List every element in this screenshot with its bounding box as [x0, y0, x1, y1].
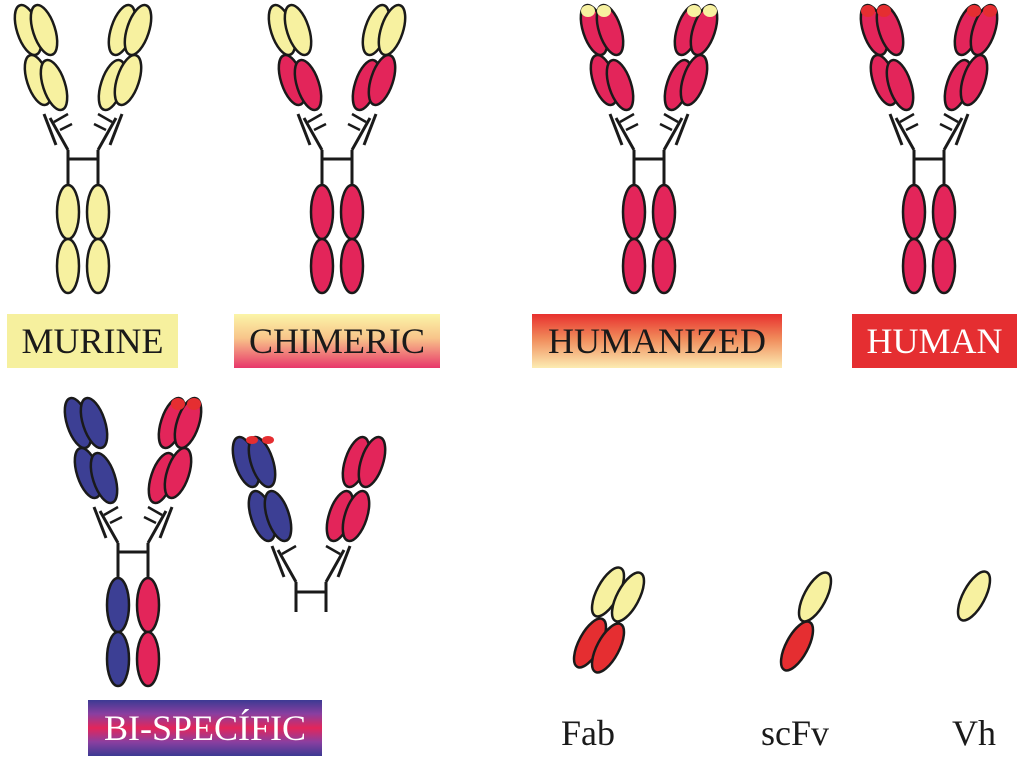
scfv-fragment: [779, 571, 833, 672]
label-chimeric: CHIMERIC: [234, 314, 440, 368]
fab-fragment: [572, 566, 646, 674]
label-scfv: scFv: [761, 713, 830, 753]
label-fab: Fab: [561, 713, 615, 753]
murine-antibody: [13, 3, 153, 295]
label-bispecific: BI-SPECÍFIC: [88, 700, 322, 756]
chimeric-antibody: [267, 3, 407, 295]
label-humanized: HUMANIZED: [532, 314, 782, 368]
humanized-antibody: [579, 3, 719, 295]
vh-fragment: [956, 570, 992, 622]
bispecific-antibody: [63, 396, 203, 688]
human-antibody: [859, 3, 999, 295]
bispecific-fab2-fragment: [231, 435, 387, 612]
label-human: HUMAN: [852, 314, 1017, 368]
label-vh: Vh: [952, 713, 996, 753]
label-murine: MURINE: [7, 314, 178, 368]
